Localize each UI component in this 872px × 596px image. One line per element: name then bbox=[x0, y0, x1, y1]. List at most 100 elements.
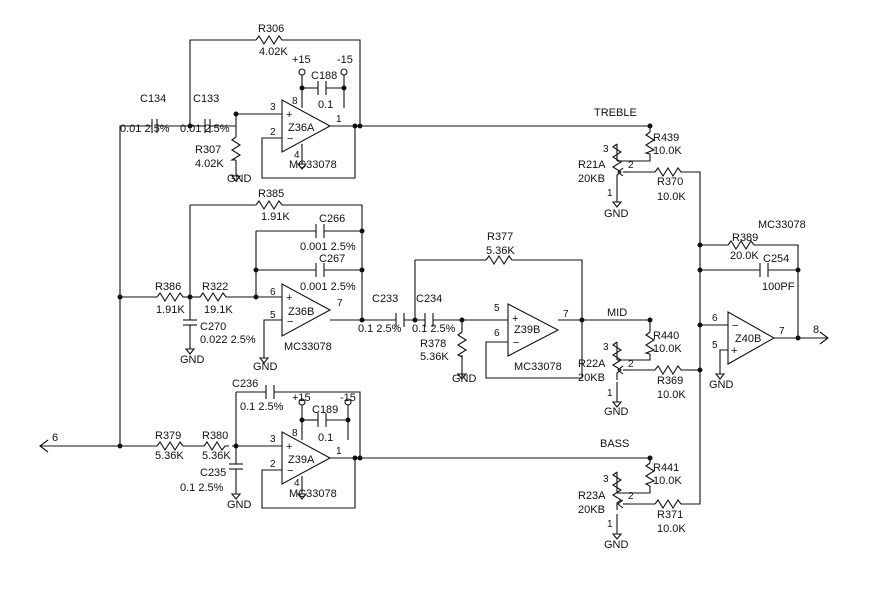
svg-text:−: − bbox=[513, 337, 519, 349]
svg-text:+: + bbox=[731, 345, 737, 357]
z36a-pin-vminus: 4 bbox=[294, 150, 300, 161]
svg-text:+: + bbox=[286, 441, 292, 453]
z36b-ref: Z36B bbox=[288, 306, 314, 318]
c134-ref: C134 bbox=[140, 93, 166, 105]
r378-value: 5.36K bbox=[420, 351, 449, 363]
r21a-pin-top: 3 bbox=[603, 144, 609, 155]
r385-ref: R385 bbox=[258, 188, 284, 200]
r439-ref: R439 bbox=[653, 132, 679, 144]
z36b-pin-minus: 5 bbox=[270, 310, 276, 321]
r23a-ref: R23A bbox=[578, 490, 606, 502]
r307-value: 4.02K bbox=[195, 158, 224, 170]
z39b-ref: Z39B bbox=[514, 324, 540, 336]
z39a-pin-vplus: 8 bbox=[292, 428, 298, 439]
c188-value: 0.1 bbox=[318, 99, 333, 111]
c235-ref: C235 bbox=[200, 467, 226, 479]
opamp-polarity-marks: +− +− +− +− −+ bbox=[286, 109, 738, 477]
gnd-label-z36b: GND bbox=[253, 361, 278, 373]
r370-ref: R370 bbox=[657, 176, 683, 188]
r386-value: 1.91K bbox=[156, 304, 185, 316]
r22a-pin-bottom: 1 bbox=[607, 388, 613, 399]
r307-ref: R307 bbox=[195, 144, 221, 156]
opamp-symbols bbox=[281, 99, 776, 485]
c254-ref: C254 bbox=[763, 253, 789, 265]
z39b-part: MC33078 bbox=[514, 361, 562, 373]
c236-ref: C236 bbox=[232, 378, 258, 390]
z40b-part-top: MC33078 bbox=[758, 219, 806, 231]
z39b-pin-plus: 5 bbox=[494, 303, 500, 314]
z36b-pin-out: 7 bbox=[337, 298, 343, 309]
resistor-symbols bbox=[156, 34, 758, 510]
r371-ref: R371 bbox=[657, 509, 683, 521]
r370-value: 10.0K bbox=[657, 191, 686, 203]
r21a-pin-wiper: 2 bbox=[628, 160, 634, 171]
supply-terminals bbox=[298, 68, 352, 406]
capacitor-symbols bbox=[151, 81, 769, 474]
z39a-pin-out: 1 bbox=[336, 446, 342, 457]
output-port-label: 8 bbox=[813, 324, 819, 336]
svg-text:−: − bbox=[732, 320, 738, 332]
z39b-pin-out: 7 bbox=[563, 309, 569, 320]
r385-value: 1.91K bbox=[261, 211, 290, 223]
c267-value: 0.001 2.5% bbox=[300, 281, 356, 293]
r23a-pin-top: 3 bbox=[603, 474, 609, 485]
gnd-label-z40b: GND bbox=[709, 379, 734, 391]
c234-ref: C234 bbox=[416, 293, 442, 305]
r21a-pin-bottom: 1 bbox=[607, 188, 613, 199]
z39a-pin-vminus: 4 bbox=[294, 478, 300, 489]
r389-ref: R389 bbox=[732, 232, 758, 244]
r23a-pin-bottom: 1 bbox=[607, 519, 613, 530]
z39a-ref: Z39A bbox=[288, 454, 315, 466]
c233-value: 0.1 2.5% bbox=[358, 323, 402, 335]
r371-value: 10.0K bbox=[657, 523, 686, 535]
r23a-pin-wiper: 2 bbox=[628, 491, 634, 502]
z39a-pin-minus: 2 bbox=[270, 459, 276, 470]
r322-ref: R322 bbox=[202, 281, 228, 293]
r369-ref: R369 bbox=[657, 375, 683, 387]
r440-value: 10.0K bbox=[653, 343, 682, 355]
gnd-label: GND bbox=[227, 173, 252, 185]
r439-value: 10.0K bbox=[653, 145, 682, 157]
c134-value: 0.01 2.5% bbox=[120, 123, 170, 135]
c235-value: 0.1 2.5% bbox=[180, 482, 224, 494]
r440-ref: R440 bbox=[653, 330, 679, 342]
c189-ref: C189 bbox=[312, 404, 338, 416]
supply-neg-label-bass: -15 bbox=[340, 392, 356, 404]
gnd-label-r21a: GND bbox=[604, 208, 629, 220]
z36b-part: MC33078 bbox=[284, 341, 332, 353]
r22a-value: 20KB bbox=[578, 372, 605, 384]
z36a-pin-minus: 2 bbox=[270, 127, 276, 138]
mid-net-label: MID bbox=[607, 307, 627, 319]
z36a-part: MC33078 bbox=[289, 159, 337, 171]
c270-value: 0.022 2.5% bbox=[200, 334, 256, 346]
r369-value: 10.0K bbox=[657, 389, 686, 401]
r23a-value: 20KB bbox=[578, 504, 605, 516]
supply-neg-label: -15 bbox=[337, 54, 353, 66]
gnd-label-c270: GND bbox=[180, 354, 205, 366]
r22a-pin-top: 3 bbox=[603, 342, 609, 353]
z40b-pin-minus: 6 bbox=[712, 313, 718, 324]
z39a-pin-plus: 3 bbox=[270, 434, 276, 445]
gnd-label-c235: GND bbox=[227, 499, 252, 511]
r377-value: 5.36K bbox=[486, 245, 515, 257]
r22a-ref: R22A bbox=[578, 358, 606, 370]
svg-text:−: − bbox=[287, 316, 293, 328]
r441-ref: R441 bbox=[653, 462, 679, 474]
r379-ref: R379 bbox=[155, 430, 181, 442]
svg-text:+: + bbox=[286, 292, 292, 304]
gnd-label-r378: GND bbox=[452, 373, 477, 385]
r306-value: 4.02K bbox=[259, 46, 288, 58]
c236-value: 0.1 2.5% bbox=[240, 401, 284, 413]
r380-ref: R380 bbox=[202, 430, 228, 442]
supply-pos-label-bass: +15 bbox=[292, 392, 311, 404]
z36a-pin-out: 1 bbox=[336, 114, 342, 125]
r22a-pin-wiper: 2 bbox=[628, 359, 634, 370]
wiring bbox=[40, 39, 828, 528]
r389-value: 20.0K bbox=[730, 250, 759, 262]
c270-ref: C270 bbox=[200, 321, 226, 333]
z39a-part: MC33078 bbox=[289, 488, 337, 500]
bass-net-label: BASS bbox=[600, 438, 629, 450]
z36b-pin-plus: 6 bbox=[270, 287, 276, 298]
z40b-pin-plus: 5 bbox=[712, 340, 718, 351]
